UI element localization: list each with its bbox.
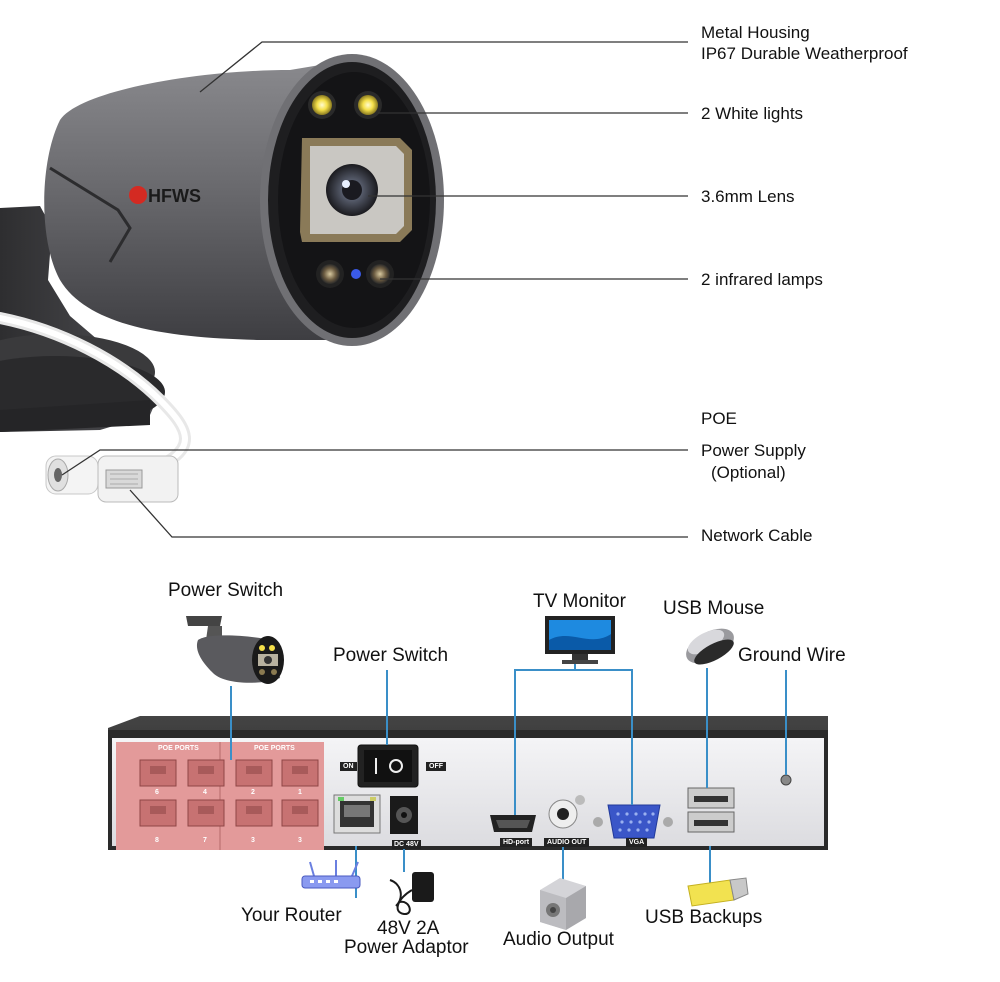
- infrared-lamps: [316, 260, 394, 288]
- power-rocker-switch: [357, 744, 419, 788]
- callout-lines: [61, 41, 688, 538]
- dc-jack: [390, 796, 418, 834]
- vga-label: VGA: [626, 838, 648, 847]
- poe-ports: [139, 759, 319, 827]
- label-power-switch: Power Switch: [333, 645, 449, 666]
- usb-mouse-icon: [686, 628, 734, 665]
- rj45-connector: [97, 455, 179, 503]
- speaker-icon: [540, 878, 586, 930]
- label-tv-monitor: TV Monitor: [533, 591, 626, 612]
- small-camera: [186, 616, 284, 684]
- hd-port-label: HD-port: [500, 838, 533, 847]
- port-number: 3: [298, 837, 302, 844]
- label-adaptor-line1: 48V 2A: [377, 918, 440, 939]
- callout-network-cable: Network Cable: [701, 526, 813, 545]
- dc-label: DC 48V: [392, 840, 421, 849]
- switch-off-label: OFF: [426, 762, 446, 771]
- callout-white-lights: 2 White lights: [701, 104, 804, 123]
- port-number: 2: [251, 789, 255, 796]
- port-number: 1: [298, 789, 302, 796]
- lan-port: [333, 794, 381, 834]
- port-number: 4: [203, 789, 207, 796]
- label-usb-mouse: USB Mouse: [663, 598, 765, 619]
- vga-port: [593, 804, 673, 839]
- callout-housing-line1: Metal Housing: [701, 23, 810, 42]
- label-adaptor-line2: Power Adaptor: [344, 937, 469, 958]
- lens-window: [300, 138, 412, 242]
- tv-monitor-icon: [545, 616, 615, 664]
- usb-ports: [687, 787, 735, 833]
- white-lights: [308, 91, 382, 119]
- callout-lens: 3.6mm Lens: [701, 187, 795, 206]
- callout-poe: POE: [701, 409, 737, 428]
- port-number: 7: [203, 837, 207, 844]
- connection-lines: [230, 660, 787, 898]
- switch-on-label: ON: [340, 762, 357, 771]
- audio-out-label: AUDIO OUT: [544, 838, 590, 847]
- router-icon: [301, 860, 361, 889]
- dc-connector: [45, 455, 99, 495]
- camera-mount: [0, 206, 165, 432]
- port-number: 6: [155, 789, 159, 796]
- ground-screw: [780, 774, 792, 786]
- brand-logo: HFWS: [129, 186, 201, 206]
- callout-power-supply: Power Supply: [701, 441, 806, 460]
- label-your-router: Your Router: [241, 905, 342, 926]
- label-ground-wire: Ground Wire: [738, 645, 846, 666]
- callout-infrared: 2 infrared lamps: [701, 270, 823, 289]
- usb-stick-icon: [687, 877, 749, 907]
- label-audio-output: Audio Output: [503, 929, 614, 950]
- callout-optional: (Optional): [711, 463, 786, 482]
- port-number: 8: [155, 837, 159, 844]
- power-adaptor-icon: [389, 872, 434, 915]
- audio-out-port: [548, 795, 585, 829]
- callout-housing-line2: IP67 Durable Weatherproof: [701, 44, 908, 63]
- hd-port: [490, 815, 536, 832]
- brand-text: HFWS: [148, 186, 201, 206]
- poe-ports-label-right: POE PORTS: [254, 745, 295, 752]
- label-usb-backups: USB Backups: [645, 907, 763, 928]
- label-camera-power-switch: Power Switch: [168, 580, 284, 601]
- port-number: 3: [251, 837, 255, 844]
- poe-ports-label-left: POE PORTS: [158, 745, 199, 752]
